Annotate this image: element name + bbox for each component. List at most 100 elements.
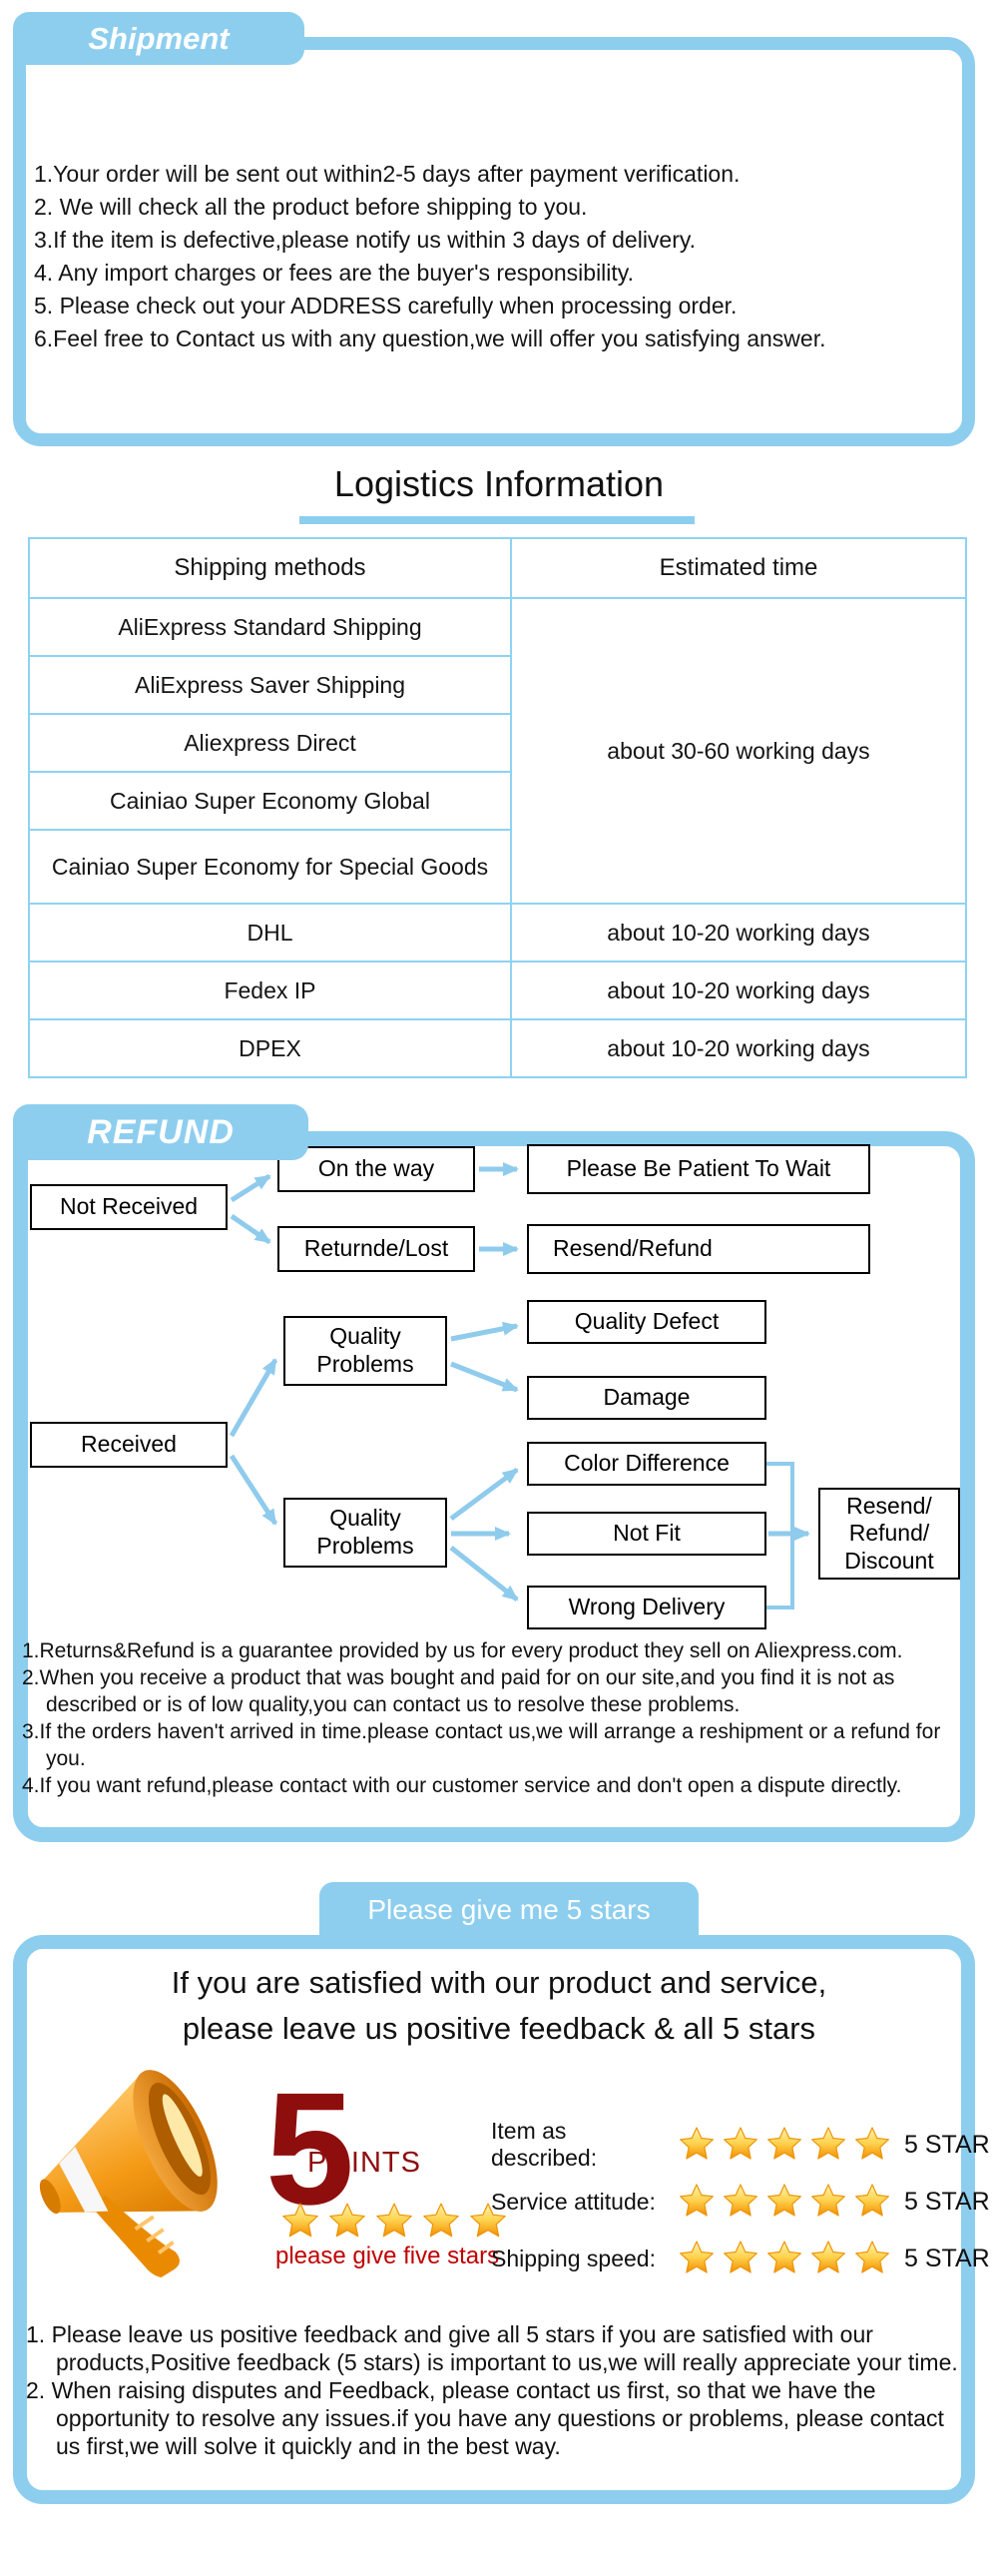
rating-row-shipping-speed: Shipping speed: 5 STAR (491, 2237, 990, 2280)
star-icon (282, 2203, 318, 2238)
logistics-table: Shipping methods Estimated time AliExpre… (28, 537, 967, 1078)
refund-note: 2.When you receive a product that was bo… (22, 1666, 895, 1716)
table-row: Aliexpress Direct (28, 713, 966, 773)
star-icon (376, 2203, 412, 2238)
refund-title: REFUND (87, 1112, 235, 1151)
flow-node-resend-refund-discount: Resend/ Refund/ Discount (818, 1488, 960, 1580)
feedback-headline-line1: If you are satisfied with our product an… (171, 1965, 827, 2000)
table-row: AliExpress Saver Shipping (28, 655, 966, 715)
logistics-title-underline (299, 516, 695, 524)
rating-label: Item as described: (491, 2118, 598, 2171)
table-row: Cainiao Super Economy Global (28, 771, 966, 831)
feedback-box (13, 1935, 975, 2504)
flow-node-on-the-way: On the way (277, 1146, 475, 1192)
star-icon (811, 2127, 845, 2160)
shipment-header-tab: Shipment (13, 12, 304, 65)
shipment-box (13, 37, 975, 446)
rating-value: 5 STAR (904, 2244, 990, 2272)
time-cell-merged: about 30-60 working days (510, 597, 967, 905)
rating-value: 5 STAR (904, 2187, 990, 2216)
feedback-note: 1. Please leave us positive feedback and… (26, 2321, 958, 2375)
table-row: DPEX about 10-20 working days (28, 1018, 967, 1078)
flow-node-not-received: Not Received (30, 1184, 228, 1230)
rating-stars (677, 2239, 892, 2278)
refund-note: 3.If the orders haven't arrived in time.… (22, 1720, 941, 1770)
star-icon (767, 2241, 801, 2273)
flow-node-received: Received (30, 1422, 228, 1468)
rating-label: Service attitude: (491, 2188, 656, 2215)
table-header-row: Shipping methods Estimated time (28, 537, 967, 599)
rating-label: Shipping speed: (491, 2245, 656, 2271)
rating-stars (677, 2182, 892, 2222)
col-header-time: Estimated time (510, 537, 967, 599)
method-cell: Cainiao Super Economy Global (28, 771, 512, 831)
refund-note: 4.If you want refund,please contact with… (22, 1774, 902, 1797)
star-icon (724, 2184, 757, 2217)
star-icon (855, 2127, 889, 2160)
method-cell: AliExpress Saver Shipping (28, 655, 512, 715)
col-header-method: Shipping methods (28, 537, 512, 599)
flow-node-not-fit: Not Fit (527, 1512, 766, 1556)
method-cell: Fedex IP (28, 961, 512, 1020)
feedback-note: 2. When raising disputes and Feedback, p… (26, 2377, 944, 2459)
star-icon (811, 2241, 845, 2273)
star-icon (680, 2184, 714, 2217)
logistics-title: Logistics Information (333, 463, 665, 504)
shipment-terms-list: 1.Your order will be sent out within2-5 … (34, 158, 962, 355)
shipment-title: Shipment (88, 20, 230, 56)
rating-stars (677, 2125, 892, 2165)
shipment-term: 6.Feel free to Contact us with any quest… (34, 325, 826, 351)
shipment-term: 5. Please check out your ADDRESS careful… (34, 293, 738, 319)
refund-notes: 1.Returns&Refund is a guarantee provided… (22, 1637, 976, 1799)
flow-node-quality-problems-1: Quality Problems (283, 1316, 447, 1386)
star-icon (767, 2184, 801, 2217)
table-row: DHL about 10-20 working days (28, 903, 967, 963)
shipment-term: 1.Your order will be sent out within2-5 … (34, 161, 741, 187)
shipment-term: 3.If the item is defective,please notify… (34, 227, 697, 253)
star-icon (423, 2203, 459, 2238)
five-points-number: 5 (265, 2059, 354, 2238)
refund-note: 1.Returns&Refund is a guarantee provided… (22, 1639, 903, 1662)
feedback-headline-line2: please leave us positive feedback & all … (182, 2011, 816, 2046)
table-row: Fedex IP about 10-20 working days (28, 961, 967, 1020)
time-cell: about 10-20 working days (510, 903, 967, 963)
star-icon (811, 2184, 845, 2217)
table-row: AliExpress Standard Shipping about 30-60… (28, 597, 967, 905)
feedback-header-tab: Please give me 5 stars (319, 1882, 699, 1938)
star-icon (724, 2127, 757, 2160)
rating-row-item-as-described: Item as described: 5 STAR (491, 2118, 990, 2171)
star-icon (680, 2241, 714, 2273)
star-icon (724, 2241, 757, 2273)
flow-node-color-difference: Color Difference (527, 1442, 766, 1486)
star-icon (855, 2241, 889, 2273)
flow-node-quality-defect: Quality Defect (527, 1300, 766, 1344)
shipment-term: 4. Any import charges or fees are the bu… (34, 260, 634, 286)
method-cell: Cainiao Super Economy for Special Goods (28, 829, 512, 905)
feedback-tab-label: Please give me 5 stars (367, 1894, 651, 1925)
flow-node-damage: Damage (527, 1376, 766, 1420)
shipment-term: 2. We will check all the product before … (34, 194, 588, 220)
refund-header-tab: REFUND (13, 1104, 308, 1160)
time-cell: about 10-20 working days (510, 961, 967, 1020)
rating-row-service-attitude: Service attitude: 5 STAR (491, 2180, 990, 2224)
method-cell: AliExpress Standard Shipping (28, 597, 512, 657)
method-cell: DHL (28, 903, 512, 963)
flow-node-please-wait: Please Be Patient To Wait (527, 1144, 870, 1194)
method-cell: Aliexpress Direct (28, 713, 512, 773)
flow-node-wrong-delivery: Wrong Delivery (527, 1586, 766, 1629)
time-cell: about 10-20 working days (510, 1018, 967, 1078)
flow-node-resend-refund: Resend/Refund (527, 1224, 870, 1274)
star-icon (767, 2127, 801, 2160)
megaphone-icon (39, 2070, 218, 2278)
give-five-stars-text: please give five stars (275, 2243, 500, 2269)
five-stars-row (279, 2201, 509, 2243)
feedback-notes: 1. Please leave us positive feedback and… (26, 2320, 970, 2460)
method-cell: DPEX (28, 1018, 512, 1078)
rating-value: 5 STAR (904, 2130, 990, 2159)
table-row: Cainiao Super Economy for Special Goods (28, 829, 966, 905)
flow-node-quality-problems-2: Quality Problems (283, 1498, 447, 1568)
star-icon (680, 2127, 714, 2160)
star-icon (855, 2184, 889, 2217)
flow-node-returnde-lost: Returnde/Lost (277, 1226, 475, 1272)
